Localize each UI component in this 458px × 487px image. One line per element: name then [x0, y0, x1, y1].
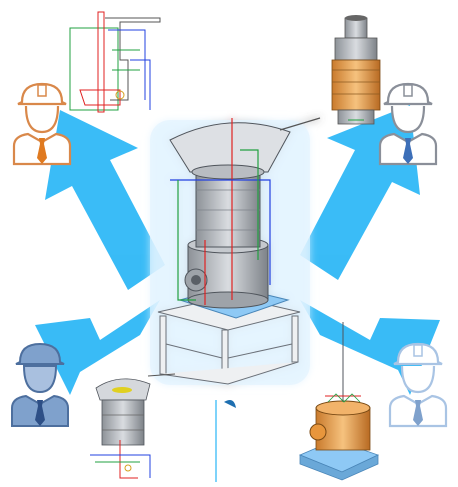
tie-icon [37, 138, 47, 164]
bottom-left-drawing [90, 373, 176, 479]
top-funnel [169, 122, 291, 173]
bottom-left-worker [11, 342, 69, 427]
tie-icon [35, 400, 45, 426]
tie-icon [413, 400, 423, 426]
bottom-right-worker [388, 342, 448, 428]
hardhat-icon [15, 342, 65, 365]
top-right-worker [378, 82, 438, 166]
bottom-left-cylinder-component [90, 373, 176, 479]
arrow-to-top-left [45, 110, 165, 290]
top-left-worker [12, 82, 72, 166]
middle-cylinder [195, 171, 261, 248]
center-machine-assembly [150, 117, 321, 385]
top-left-section-drawing [69, 11, 161, 113]
arrow-to-bottom-left [35, 300, 160, 395]
top-right-cylinder-component [331, 15, 381, 125]
tie-icon [403, 138, 413, 164]
pointer-marker [215, 400, 236, 482]
cad-overlay [170, 117, 321, 305]
bottom-right-pump-component [298, 322, 380, 481]
